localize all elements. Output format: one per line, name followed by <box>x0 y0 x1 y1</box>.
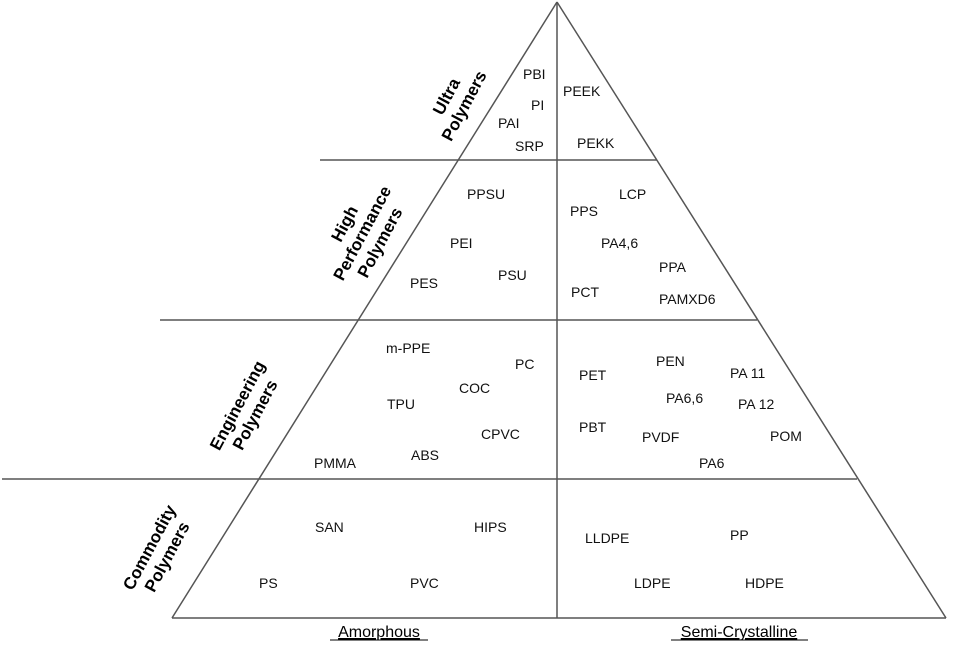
polymer-label: PPS <box>570 203 598 219</box>
polymer-label: PAMXD6 <box>659 291 716 307</box>
polymer-label: SRP <box>515 138 544 154</box>
polymer-label: HIPS <box>474 519 507 535</box>
polymer-label: LLDPE <box>585 530 629 546</box>
polymer-label: LCP <box>619 186 646 202</box>
polymer-label: PA 12 <box>738 396 775 412</box>
polymer-label: PMMA <box>314 455 357 471</box>
column-label-amorphous: Amorphous <box>338 624 420 641</box>
polymer-label: PEEK <box>563 83 601 99</box>
polymer-label: PC <box>515 356 534 372</box>
polymer-label: PA6 <box>699 455 725 471</box>
polymer-label: TPU <box>387 396 415 412</box>
polymer-label: PEKK <box>577 135 615 151</box>
polymer-label: PA6,6 <box>666 390 703 406</box>
polymer-label: LDPE <box>634 575 671 591</box>
tier-label-ultra: Ultra Polymers <box>429 68 490 145</box>
polymer-label: PEI <box>450 235 473 251</box>
polymer-label: PA4,6 <box>601 235 638 251</box>
polymer-label: PVC <box>410 575 439 591</box>
polymer-label: POM <box>770 428 802 444</box>
column-label-semi-crystalline: Semi-Crystalline <box>681 624 798 641</box>
polymer-label: COC <box>459 380 490 396</box>
polymer-label: PS <box>259 575 278 591</box>
polymer-label: PCT <box>571 284 599 300</box>
polymer-label: PPSU <box>467 186 505 202</box>
polymer-label: SAN <box>315 519 344 535</box>
polymer-label: PVDF <box>642 429 679 445</box>
polymer-label: PEN <box>656 353 685 369</box>
tier-label-high-performance: High Performance Polymers <box>328 183 407 284</box>
polymer-label: ABS <box>411 447 439 463</box>
polymer-label: PPA <box>659 259 687 275</box>
pyramid-right-edge <box>556 1 947 619</box>
polymer-label: m-PPE <box>386 340 430 356</box>
polymer-label: PA 11 <box>730 365 766 381</box>
polymer-label: CPVC <box>481 426 520 442</box>
polymer-label: PES <box>410 275 438 291</box>
tier-label-engineering: Engineering Polymers <box>206 358 281 454</box>
polymer-label: PBT <box>579 419 607 435</box>
polymer-label: PSU <box>498 267 527 283</box>
polymer-label: PAI <box>498 115 520 131</box>
polymer-label: PET <box>579 367 607 383</box>
polymer-label: PBI <box>523 66 546 82</box>
polymer-label: PP <box>730 527 749 543</box>
polymer-label: HDPE <box>745 575 784 591</box>
tier-label-commodity: Commodity Polymers <box>119 501 193 595</box>
pyramid-left-edge <box>171 1 558 619</box>
polymer-label: PI <box>531 97 544 113</box>
